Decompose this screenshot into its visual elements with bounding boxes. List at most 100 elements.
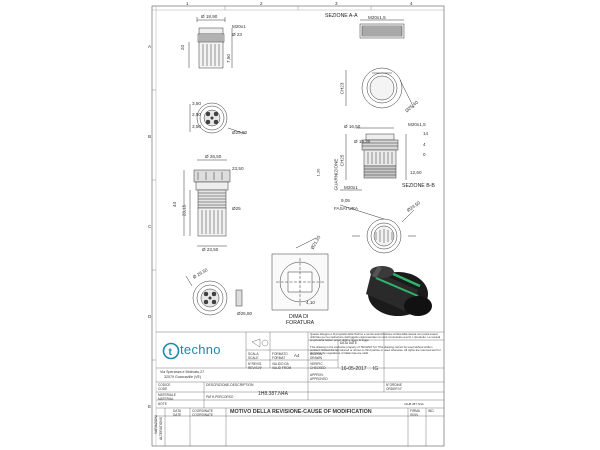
dim-label: Ø 18,90: [201, 14, 218, 19]
bottom-face-view: [185, 275, 243, 316]
dim-label: Ø25,80: [232, 130, 248, 135]
dim-label: M20x1,5: [408, 122, 426, 127]
dim-label: Ø25,80: [237, 311, 253, 316]
top-view-connector: [188, 17, 233, 69]
dim-label: 20: [180, 44, 186, 51]
description-value: 1H8.387.N4A: [258, 391, 289, 397]
date-label: DATE: [173, 413, 182, 417]
scala-label: SCALA: [248, 352, 259, 356]
order-no-label-it: N°ORDINE: [386, 383, 402, 387]
valid-da-label: VALIDO DA: [272, 362, 289, 366]
revision-cause-title: MOTIVO DELLA REVISIONE-CAUSE OF MODIFICA…: [230, 409, 372, 415]
ind-label: IND.: [428, 409, 435, 413]
section-aa-nut: [359, 19, 405, 39]
coordinate-label-en: COORDINATE: [192, 413, 214, 417]
dim-label: Ø 26,50: [205, 154, 222, 159]
drawn-label: DRAWN: [310, 356, 322, 360]
path-value: \\1H8.387.N4A: [404, 401, 424, 406]
scale-label: SCALE: [248, 356, 259, 360]
col-2: 2: [260, 1, 263, 6]
fasatura-view: [339, 204, 416, 254]
section-aa-top-view: [345, 67, 415, 109]
sign-label: SIGN.: [410, 413, 419, 417]
approv-label: APPROV.: [310, 373, 324, 377]
dim-label: 44: [172, 201, 178, 208]
fasatura-label: FASATURA: [334, 206, 358, 211]
format-value: A4: [294, 353, 300, 358]
dim-label: 12,60: [410, 170, 422, 175]
col-1: 1: [186, 1, 189, 6]
verific-label: VERIFIC.: [310, 362, 324, 366]
dim-label: M20x1: [344, 185, 358, 190]
dim-label: 9,05: [341, 198, 350, 203]
section-aa-label: SEZIONE A-A: [325, 13, 358, 19]
material-label: MATERIAL: [158, 397, 174, 401]
formato-label: FORMATO: [272, 352, 288, 356]
coordinate-label-it: COORDINATE: [192, 409, 214, 413]
alterations-label: ALTERATIONS: [159, 416, 163, 440]
dim-label: 3,50: [192, 101, 201, 106]
note-english: This drawing is the exclusive property o…: [310, 345, 441, 356]
svg-text:t: t: [169, 347, 173, 358]
data-label: DATA: [173, 409, 182, 413]
projection-symbol: [251, 338, 269, 348]
date-header: DATA DATE: [340, 341, 357, 345]
valid-from-label: VALID FROM: [272, 365, 292, 370]
dim-label: 0: [423, 152, 426, 157]
address-line-1: Via Speranza e Motivato,27: [160, 370, 205, 374]
dim-label: Ø 23,50: [202, 247, 219, 252]
section-bb-label: SEZIONE B-B: [402, 183, 435, 189]
order-no-label-en: ORDER N°: [386, 387, 402, 391]
drilling-template: [271, 237, 329, 311]
row-b: B: [148, 134, 152, 139]
section-bb-gland: [340, 127, 407, 191]
materiale-label: MATERIALE: [158, 393, 176, 397]
revision-no-label: N°REVIS.: [248, 362, 263, 366]
title-block-lines: [156, 331, 444, 446]
company-name: techno: [180, 342, 221, 357]
dim-label: Ø 15,30: [354, 139, 371, 144]
connector-render: [366, 266, 432, 316]
company-logo-mark: t: [162, 342, 180, 360]
path-label: PATH-PERCORSO: [206, 395, 234, 399]
dim-label: CH23: [339, 82, 345, 95]
dim-label: 23,15: [181, 204, 187, 217]
dim-label: CH25: [339, 154, 345, 167]
dim-label: M20x1: [232, 24, 246, 29]
disegnato-label: DISEGN.: [310, 352, 324, 356]
dim-label: Ø25: [232, 206, 241, 211]
revision-label: REVIS.Nº: [248, 365, 262, 370]
drawing-frame: [151, 5, 445, 447]
dim-label: M20x1,5: [368, 15, 386, 20]
side-view-connector: [183, 159, 231, 247]
dim-label: 2,50: [192, 112, 201, 117]
firma-label: FIRMA: [410, 409, 420, 413]
dim-label: GUARNIZIONE: [333, 158, 339, 191]
note-label: NOTE: [158, 401, 167, 406]
dim-label: 1,30: [315, 168, 321, 177]
col-3: 3: [335, 1, 338, 6]
drawn-date: 16-05-2017: [341, 366, 367, 372]
code-label: CODE: [158, 387, 168, 391]
dim-label: 23,50: [232, 166, 244, 171]
row-a: A: [148, 44, 152, 49]
dim-label: Ø 23: [232, 32, 242, 37]
dim-label: Ø 16,50: [344, 124, 361, 129]
row-c: C: [148, 224, 152, 229]
row-e: E: [148, 404, 152, 409]
codice-label: CODICE: [158, 383, 171, 387]
template-label-2: FORATURA: [286, 320, 315, 326]
dim-label: 4,10: [306, 300, 315, 305]
note-italian: Questo disegno è di proprietà della Tech…: [310, 332, 441, 343]
template-label-1: DIMA DI: [289, 314, 309, 320]
dim-label: 3,50: [192, 124, 201, 129]
drawn-initials: IG: [373, 366, 379, 372]
approved-label: APPROVED: [310, 377, 328, 381]
pin-face-view: [189, 102, 247, 135]
format-label: FORMAT: [272, 356, 286, 360]
dim-label: 14: [423, 131, 429, 136]
address-line-2: 32079 Guarcaville (VE): [164, 375, 202, 379]
dim-label: 7,50: [225, 54, 231, 63]
description-label: DESCRIZIONE-DESCRIPTION: [206, 383, 254, 387]
